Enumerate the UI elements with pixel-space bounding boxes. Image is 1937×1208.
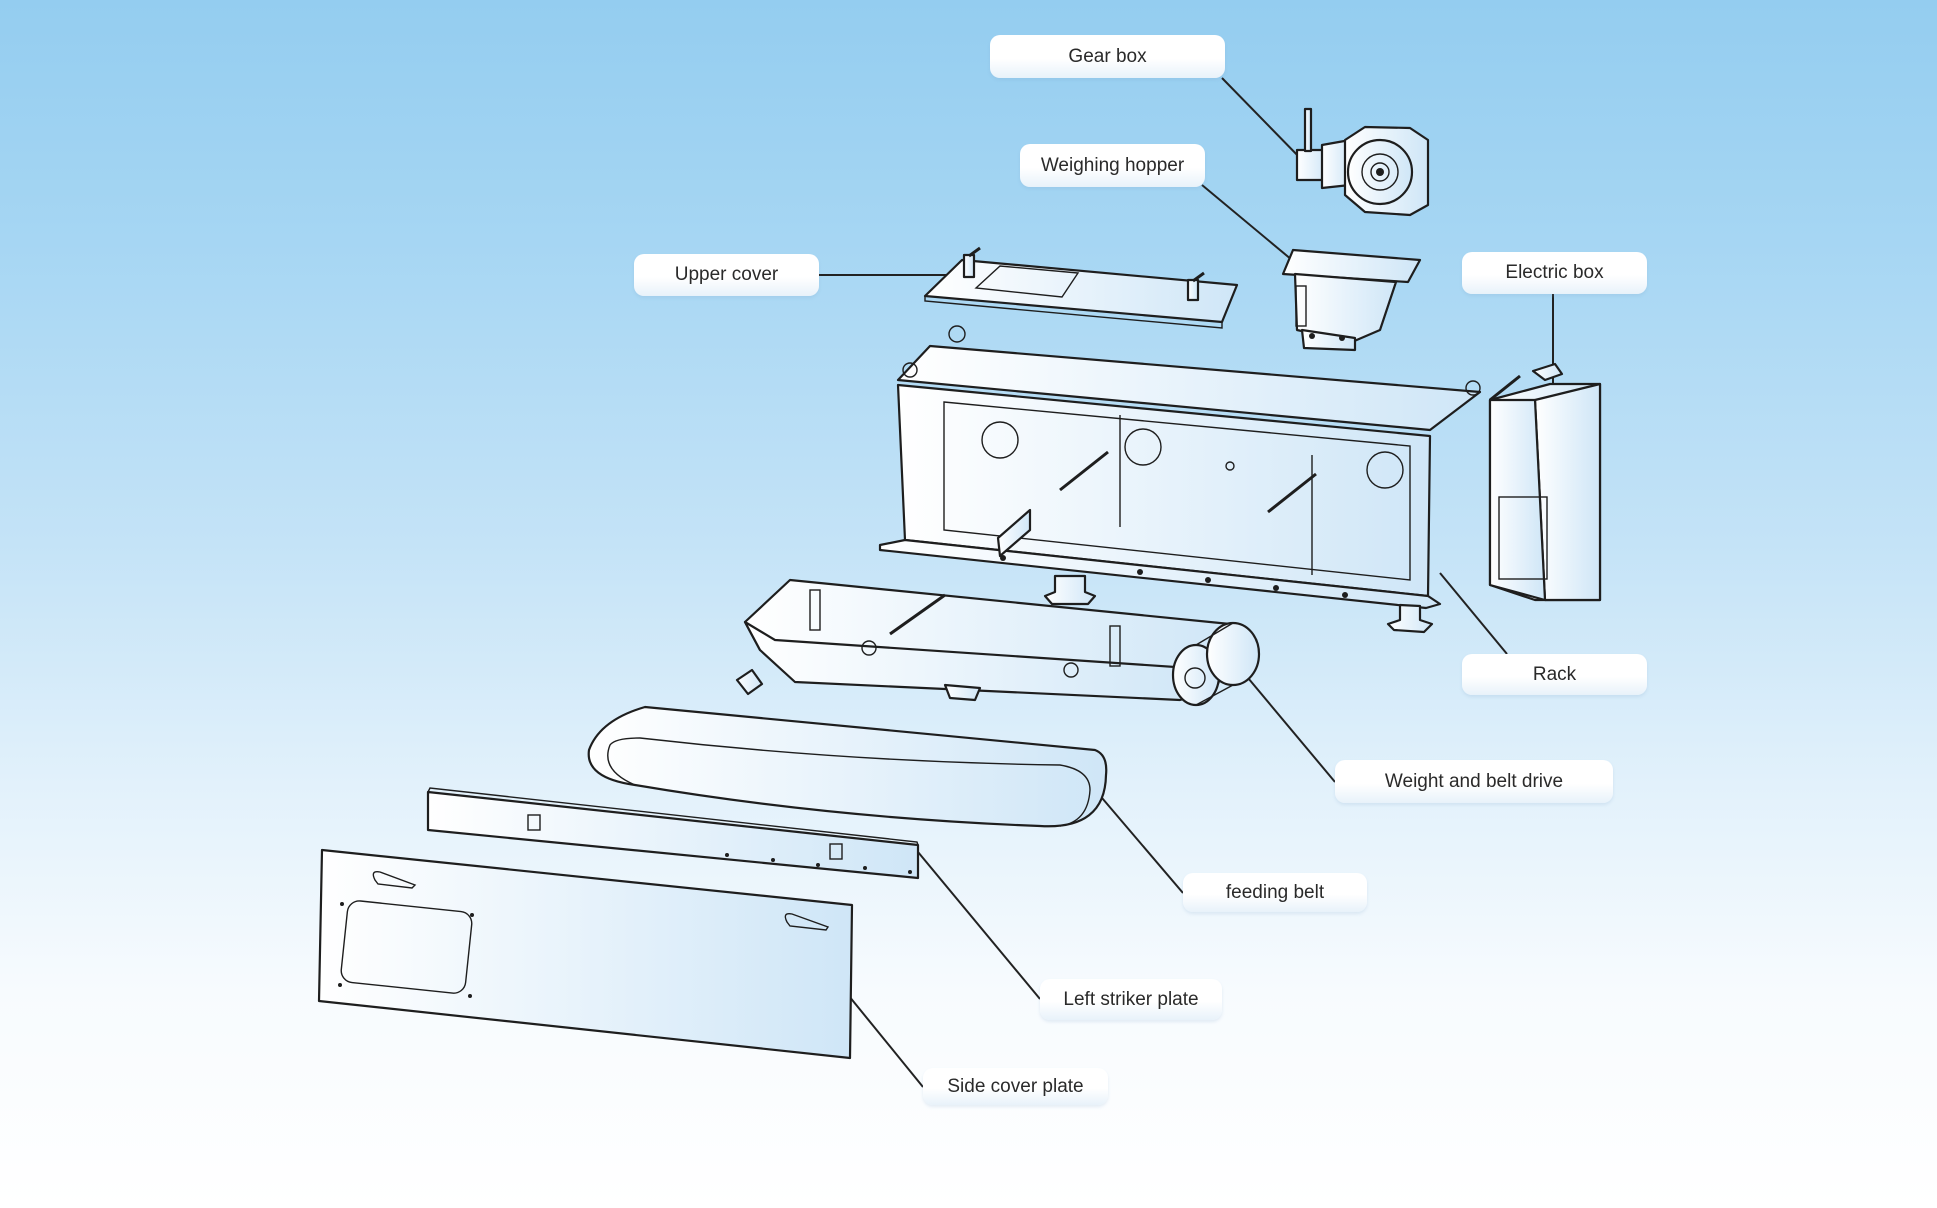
leader-weighing-hopper	[1201, 184, 1299, 266]
leader-gear-box	[1221, 77, 1306, 164]
gear-box-part	[1295, 107, 1430, 217]
feeding-belt-part	[587, 705, 1108, 828]
left-striker-plate-part	[426, 787, 920, 880]
leader-rack	[1439, 572, 1508, 655]
leader-lines	[819, 77, 1554, 1088]
rack-part	[878, 325, 1482, 634]
upper-cover-part	[923, 246, 1239, 329]
leader-left-striker-plate	[917, 851, 1041, 1000]
label-left-striker-plate: Left striker plate	[1040, 979, 1222, 1020]
label-weighing-hopper: Weighing hopper	[1020, 144, 1205, 187]
label-upper-cover: Upper cover	[634, 254, 819, 296]
side-cover-plate-part	[317, 848, 854, 1060]
label-electric-box: Electric box	[1462, 252, 1647, 294]
label-side-cover-plate: Side cover plate	[923, 1068, 1108, 1105]
leader-side-cover-plate	[839, 984, 924, 1088]
label-rack: Rack	[1462, 654, 1647, 695]
leader-weight-belt-drive	[1232, 659, 1336, 783]
label-weight-and-belt-drive: Weight and belt drive	[1335, 760, 1613, 803]
weight-and-belt-drive-part	[735, 578, 1261, 707]
weighing-hopper-part	[1281, 248, 1422, 352]
label-gear-box: Gear box	[990, 35, 1225, 78]
electric-box-part	[1488, 362, 1602, 602]
label-feeding-belt: feeding belt	[1183, 873, 1367, 912]
